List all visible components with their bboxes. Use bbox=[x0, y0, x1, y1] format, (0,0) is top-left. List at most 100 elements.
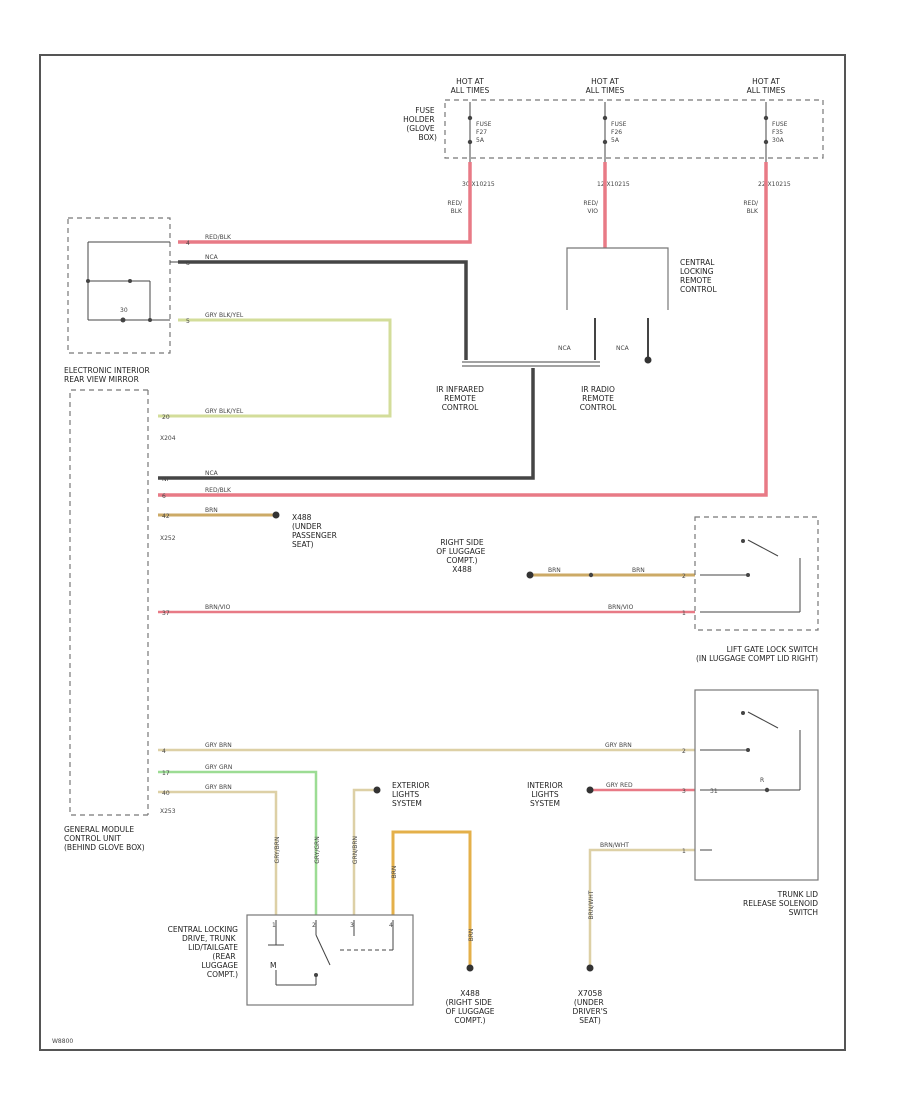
gm-wire-grygrn: GRY GRN bbox=[205, 764, 232, 771]
connector-x253: X253 bbox=[160, 808, 176, 815]
fuse-holder-label: FUSE HOLDER (GLOVE BOX) bbox=[403, 106, 437, 142]
liftgate-pin-2: 2 bbox=[682, 573, 686, 580]
mirror-wire-gybl: GRY BLK/YEL bbox=[205, 312, 244, 319]
remote-box bbox=[566, 247, 669, 310]
remote-ground-dot bbox=[644, 356, 652, 364]
gm-pin-4: 4 bbox=[162, 748, 166, 755]
trunk-pin-r: R bbox=[760, 777, 764, 784]
gm-pin-20: 20 bbox=[162, 414, 170, 421]
wire-black-mirror-ir bbox=[178, 260, 468, 360]
trunk-pin-1: 1 bbox=[682, 848, 686, 855]
liftgate-switch-label: LIFT GATE LOCK SWITCH(IN LUGGAGE COMPT L… bbox=[696, 645, 818, 663]
wire-grnbrn-exterior-drive bbox=[352, 788, 375, 915]
cl-drive-dot bbox=[314, 973, 318, 977]
liftgate-wire-brn1: BRN bbox=[548, 567, 561, 574]
gm-pin-40: 40 bbox=[162, 790, 170, 797]
connector-x204: X204 bbox=[160, 435, 176, 442]
liftgate-switch-internals bbox=[700, 539, 801, 613]
wire-red-blk-3: RED/BLK bbox=[743, 200, 759, 215]
liftgate-splice bbox=[588, 572, 594, 578]
pin-22-x10215: 22 X10215 bbox=[758, 181, 791, 188]
ground-x7058-dot bbox=[586, 964, 594, 972]
gm-wire-grybrn2: GRY BRN bbox=[205, 784, 232, 791]
interior-lights-dot bbox=[586, 786, 594, 794]
connector-x252: X252 bbox=[160, 535, 176, 542]
wire-gybl-mirror-gm bbox=[158, 318, 392, 418]
liftgate-dot bbox=[746, 573, 750, 577]
remote-leads bbox=[462, 318, 649, 367]
pin-12-x10215: 12 X10215 bbox=[597, 181, 630, 188]
wire-brnwht-trunk-ground bbox=[588, 848, 695, 968]
trunk-dot-3 bbox=[764, 787, 770, 793]
mirror-internals bbox=[87, 241, 178, 321]
cl-drive-m: M bbox=[270, 961, 276, 970]
liftgate-dot-2 bbox=[741, 539, 745, 543]
v-wire-brn2: BRN bbox=[468, 929, 475, 942]
trunk-solenoid-box bbox=[694, 689, 819, 881]
v-wire-grygrn: GRY/GRN bbox=[314, 836, 321, 863]
trunk-dot-2 bbox=[741, 711, 745, 715]
trunk-wire-grybrn: GRY BRN bbox=[605, 742, 632, 749]
liftgate-wire-brn2: BRN bbox=[632, 567, 645, 574]
v-wire-grybrn: GRY/BRN bbox=[274, 837, 281, 864]
mirror-pin-5: 5 bbox=[186, 318, 190, 325]
mirror-wire-red: RED/BLK bbox=[205, 234, 232, 241]
cl-drive-pin-1: 1 bbox=[272, 922, 276, 929]
trunk-switch-internals bbox=[700, 711, 801, 851]
corner-code: W8800 bbox=[52, 1038, 73, 1045]
liftgate-pin-1: 1 bbox=[682, 610, 686, 617]
ground-right-side-upper-dot bbox=[526, 571, 534, 579]
gm-pin-37: 37 bbox=[162, 610, 170, 617]
ground-x488-bottom-dot bbox=[466, 964, 474, 972]
cl-drive-box bbox=[246, 914, 414, 1006]
trunk-pin-2: 2 bbox=[682, 748, 686, 755]
wire-red-f27-mirror bbox=[178, 162, 472, 244]
gm-wire-red: RED/BLK bbox=[205, 487, 232, 494]
wire-black-gm-ir bbox=[158, 368, 535, 480]
trunk-wire-gryred: GRY RED bbox=[606, 782, 633, 789]
gm-pin-6: 6 bbox=[162, 493, 166, 500]
v-wire-grnbrn: GRN/BRN bbox=[352, 836, 359, 864]
v-wire-brnwht: BRN/WHT bbox=[588, 890, 595, 919]
cl-drive-internals bbox=[268, 920, 394, 986]
gm-pin-np: NP bbox=[162, 476, 170, 483]
wire-grygrn-gm-drive bbox=[158, 770, 318, 915]
cl-drive-pin-4: 4 bbox=[389, 922, 393, 929]
fuse-dots bbox=[467, 115, 769, 145]
trunk-dot bbox=[746, 748, 750, 752]
trunk-pin-3: 3 bbox=[682, 788, 686, 795]
gm-box bbox=[69, 389, 148, 816]
trunk-pin-31: 31 bbox=[710, 788, 718, 795]
gm-wire-grybrn: GRY BRN bbox=[205, 742, 232, 749]
gm-wire-nca: NCA bbox=[205, 470, 219, 477]
mirror-pin-4: 4 bbox=[186, 240, 190, 247]
wire-red-vio: RED/VIO bbox=[583, 200, 599, 215]
gm-pin-17: 17 bbox=[162, 770, 170, 777]
mirror-dots bbox=[86, 279, 152, 323]
pin-30-x10215: 30 X10215 bbox=[462, 181, 495, 188]
cl-drive-pin-2: 2 bbox=[312, 922, 316, 929]
wire-red-f35-gm bbox=[158, 162, 768, 497]
wire-brn-drive-ground bbox=[391, 830, 472, 966]
trunk-wire-brnwht: BRN/WHT bbox=[600, 842, 629, 849]
gm-pin-42: 42 bbox=[162, 513, 170, 520]
nca-2: NCA bbox=[616, 345, 630, 352]
